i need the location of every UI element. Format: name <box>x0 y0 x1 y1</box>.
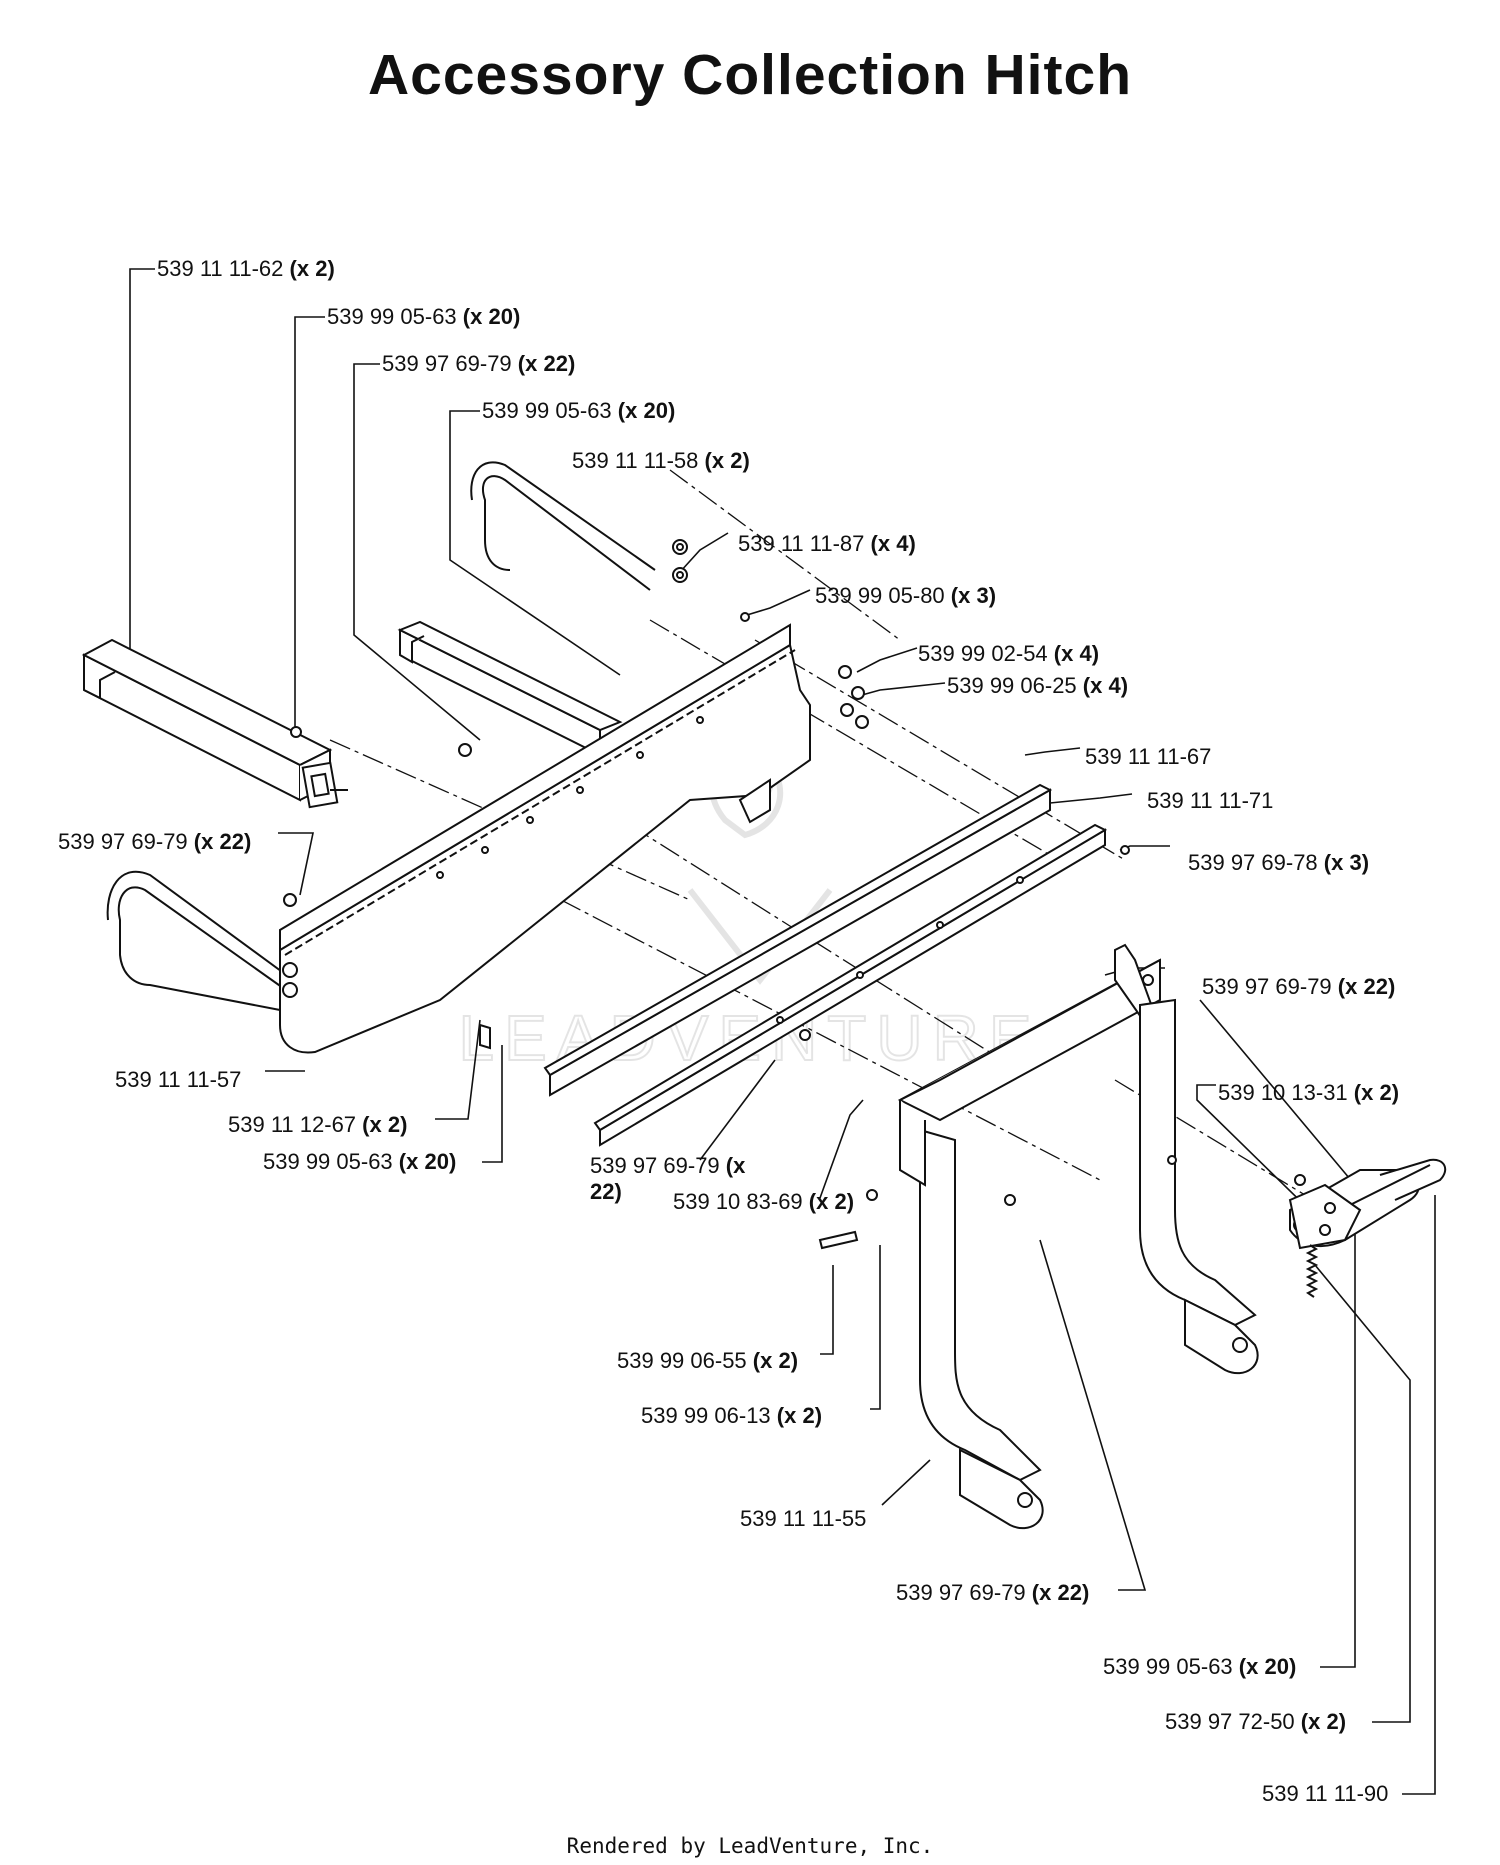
callout-539-99-06-55: 539 99 06-55 (x 2) <box>617 1348 798 1374</box>
part-quantity: (x 20) <box>1238 1654 1297 1679</box>
fasteners <box>283 539 1306 1250</box>
callout-539-99-06-13: 539 99 06-13 (x 2) <box>641 1403 822 1429</box>
callout-539-11-11-58: 539 11 11-58 (x 2) <box>572 448 750 474</box>
part-quantity: (x 4) <box>1053 641 1100 666</box>
part-number: 539 11 11-55 <box>740 1506 867 1531</box>
u-handle-rod-lower <box>106 870 301 1011</box>
callout-539-97-69-79: 539 97 69-79 (x 22) <box>382 351 575 377</box>
part-number: 539 11 11-87 <box>738 531 865 556</box>
part-quantity: (x 2) <box>704 448 750 473</box>
part-quantity-continued: 22) <box>590 1179 622 1204</box>
part-quantity: (x 4) <box>870 531 916 556</box>
callout-539-11-11-62: 539 11 11-62 (x 2) <box>157 256 335 282</box>
callout-539-10-83-69: 539 10 83-69 (x 2) <box>673 1189 854 1215</box>
part-number: 539 10 13-31 <box>1218 1080 1348 1105</box>
part-number: 539 11 12-67 <box>228 1112 357 1137</box>
callout-539-11-11-90: 539 11 11-90 <box>1262 1781 1388 1807</box>
part-quantity: (x <box>725 1153 746 1178</box>
footer-credit: Rendered by LeadVenture, Inc. <box>566 1834 934 1858</box>
part-quantity: (x 22) <box>517 351 576 376</box>
part-quantity: (x 20) <box>462 304 521 329</box>
long-angle-bracket-71 <box>593 823 1108 1147</box>
callout-539-97-69-79-c: 539 97 69-79 (x 22) <box>1202 974 1395 1000</box>
part-number: 539 97 69-79 <box>58 829 188 854</box>
part-number: 539 97 72-50 <box>1165 1709 1295 1734</box>
callout-539-99-02-54: 539 99 02-54 (x 4) <box>918 641 1099 667</box>
leader-lines <box>129 268 1436 1795</box>
part-number: 539 10 83-69 <box>673 1189 803 1214</box>
main-frame-plate <box>279 623 811 1054</box>
part-number: 539 99 05-63 <box>263 1149 393 1174</box>
part-quantity: (x 22) <box>193 829 252 854</box>
part-quantity: (x 22) <box>1031 1580 1090 1605</box>
part-number: 539 99 06-13 <box>641 1403 771 1428</box>
part-quantity: (x 2) <box>1353 1080 1400 1105</box>
part-number: 539 97 69-79 <box>590 1153 720 1178</box>
part-number: 539 11 11-58 <box>572 448 699 473</box>
part-quantity: (x 3) <box>1323 850 1370 875</box>
left-tube-bracket <box>81 638 348 809</box>
part-number: 539 99 06-55 <box>617 1348 747 1373</box>
part-quantity: (x 22) <box>1337 974 1396 999</box>
part-number: 539 99 05-80 <box>815 583 945 608</box>
part-number: 539 99 05-63 <box>482 398 612 423</box>
callout-539-97-69-79-b: 539 97 69-79 (x 22) <box>58 829 251 855</box>
part-number: 539 99 05-63 <box>1103 1654 1233 1679</box>
page-title: Accessory Collection Hitch <box>367 43 1133 107</box>
part-number: 539 11 11-57 <box>115 1067 242 1092</box>
callout-539-99-05-63: 539 99 05-63 (x 20) <box>327 304 520 330</box>
callout-539-99-05-63-b: 539 99 05-63 (x 20) <box>482 398 675 424</box>
callout-539-99-06-25: 539 99 06-25 (x 4) <box>947 673 1128 699</box>
part-quantity: (x 3) <box>950 583 997 608</box>
part-quantity: (x 20) <box>617 398 676 423</box>
callout-539-11-11-67: 539 11 11-67 <box>1085 744 1211 770</box>
part-number: 539 99 06-25 <box>947 673 1077 698</box>
callout-539-11-12-67: 539 11 12-67 (x 2) <box>228 1112 407 1138</box>
part-quantity: (x 2) <box>1300 1709 1347 1734</box>
part-number: 539 11 11-71 <box>1147 788 1274 813</box>
callout-539-97-69-79-e: 539 97 69-79 (x 22) <box>896 1580 1089 1606</box>
part-number: 539 97 69-78 <box>1188 850 1318 875</box>
part-quantity: (x 4) <box>1082 673 1129 698</box>
u-handle-rod-upper <box>470 461 656 591</box>
callout-539-97-69-78: 539 97 69-78 (x 3) <box>1188 850 1369 876</box>
upper-short-rail <box>397 620 623 757</box>
latch-plate <box>1288 1183 1362 1250</box>
part-number: 539 97 69-79 <box>1202 974 1332 999</box>
callout-539-11-11-55: 539 11 11-55 <box>740 1506 866 1532</box>
callout-539-99-05-63-c: 539 99 05-63 (x 20) <box>263 1149 456 1175</box>
part-quantity: (x 20) <box>398 1149 457 1174</box>
long-angle-bracket-67 <box>543 783 1053 1097</box>
part-number: 539 11 11-90 <box>1262 1781 1389 1806</box>
callout-539-11-11-71: 539 11 11-71 <box>1147 788 1273 814</box>
part-number: 539 99 05-63 <box>327 304 457 329</box>
spring-part <box>1305 1244 1319 1298</box>
callout-539-11-11-57: 539 11 11-57 <box>115 1067 241 1093</box>
part-number: 539 11 11-62 <box>157 256 284 281</box>
callout-539-99-05-63-d: 539 99 05-63 (x 20) <box>1103 1654 1296 1680</box>
part-number: 539 97 69-79 <box>896 1580 1026 1605</box>
part-quantity: (x 2) <box>752 1348 799 1373</box>
part-number: 539 11 11-67 <box>1085 744 1212 769</box>
callout-539-97-72-50: 539 97 72-50 (x 2) <box>1165 1709 1346 1735</box>
callout-539-10-13-31: 539 10 13-31 (x 2) <box>1218 1080 1399 1106</box>
part-number: 539 97 69-79 <box>382 351 512 376</box>
part-quantity: (x 2) <box>362 1112 408 1137</box>
part-quantity: (x 2) <box>289 256 335 281</box>
part-number: 539 99 02-54 <box>918 641 1048 666</box>
callout-539-97-69-79-d: 539 97 69-79 (x 22) <box>590 1153 745 1205</box>
part-quantity: (x 2) <box>808 1189 855 1214</box>
hitch-frame <box>897 943 1259 1530</box>
callout-539-11-11-87: 539 11 11-87 (x 4) <box>738 531 916 557</box>
callout-539-99-05-80: 539 99 05-80 (x 3) <box>815 583 996 609</box>
part-quantity: (x 2) <box>776 1403 823 1428</box>
